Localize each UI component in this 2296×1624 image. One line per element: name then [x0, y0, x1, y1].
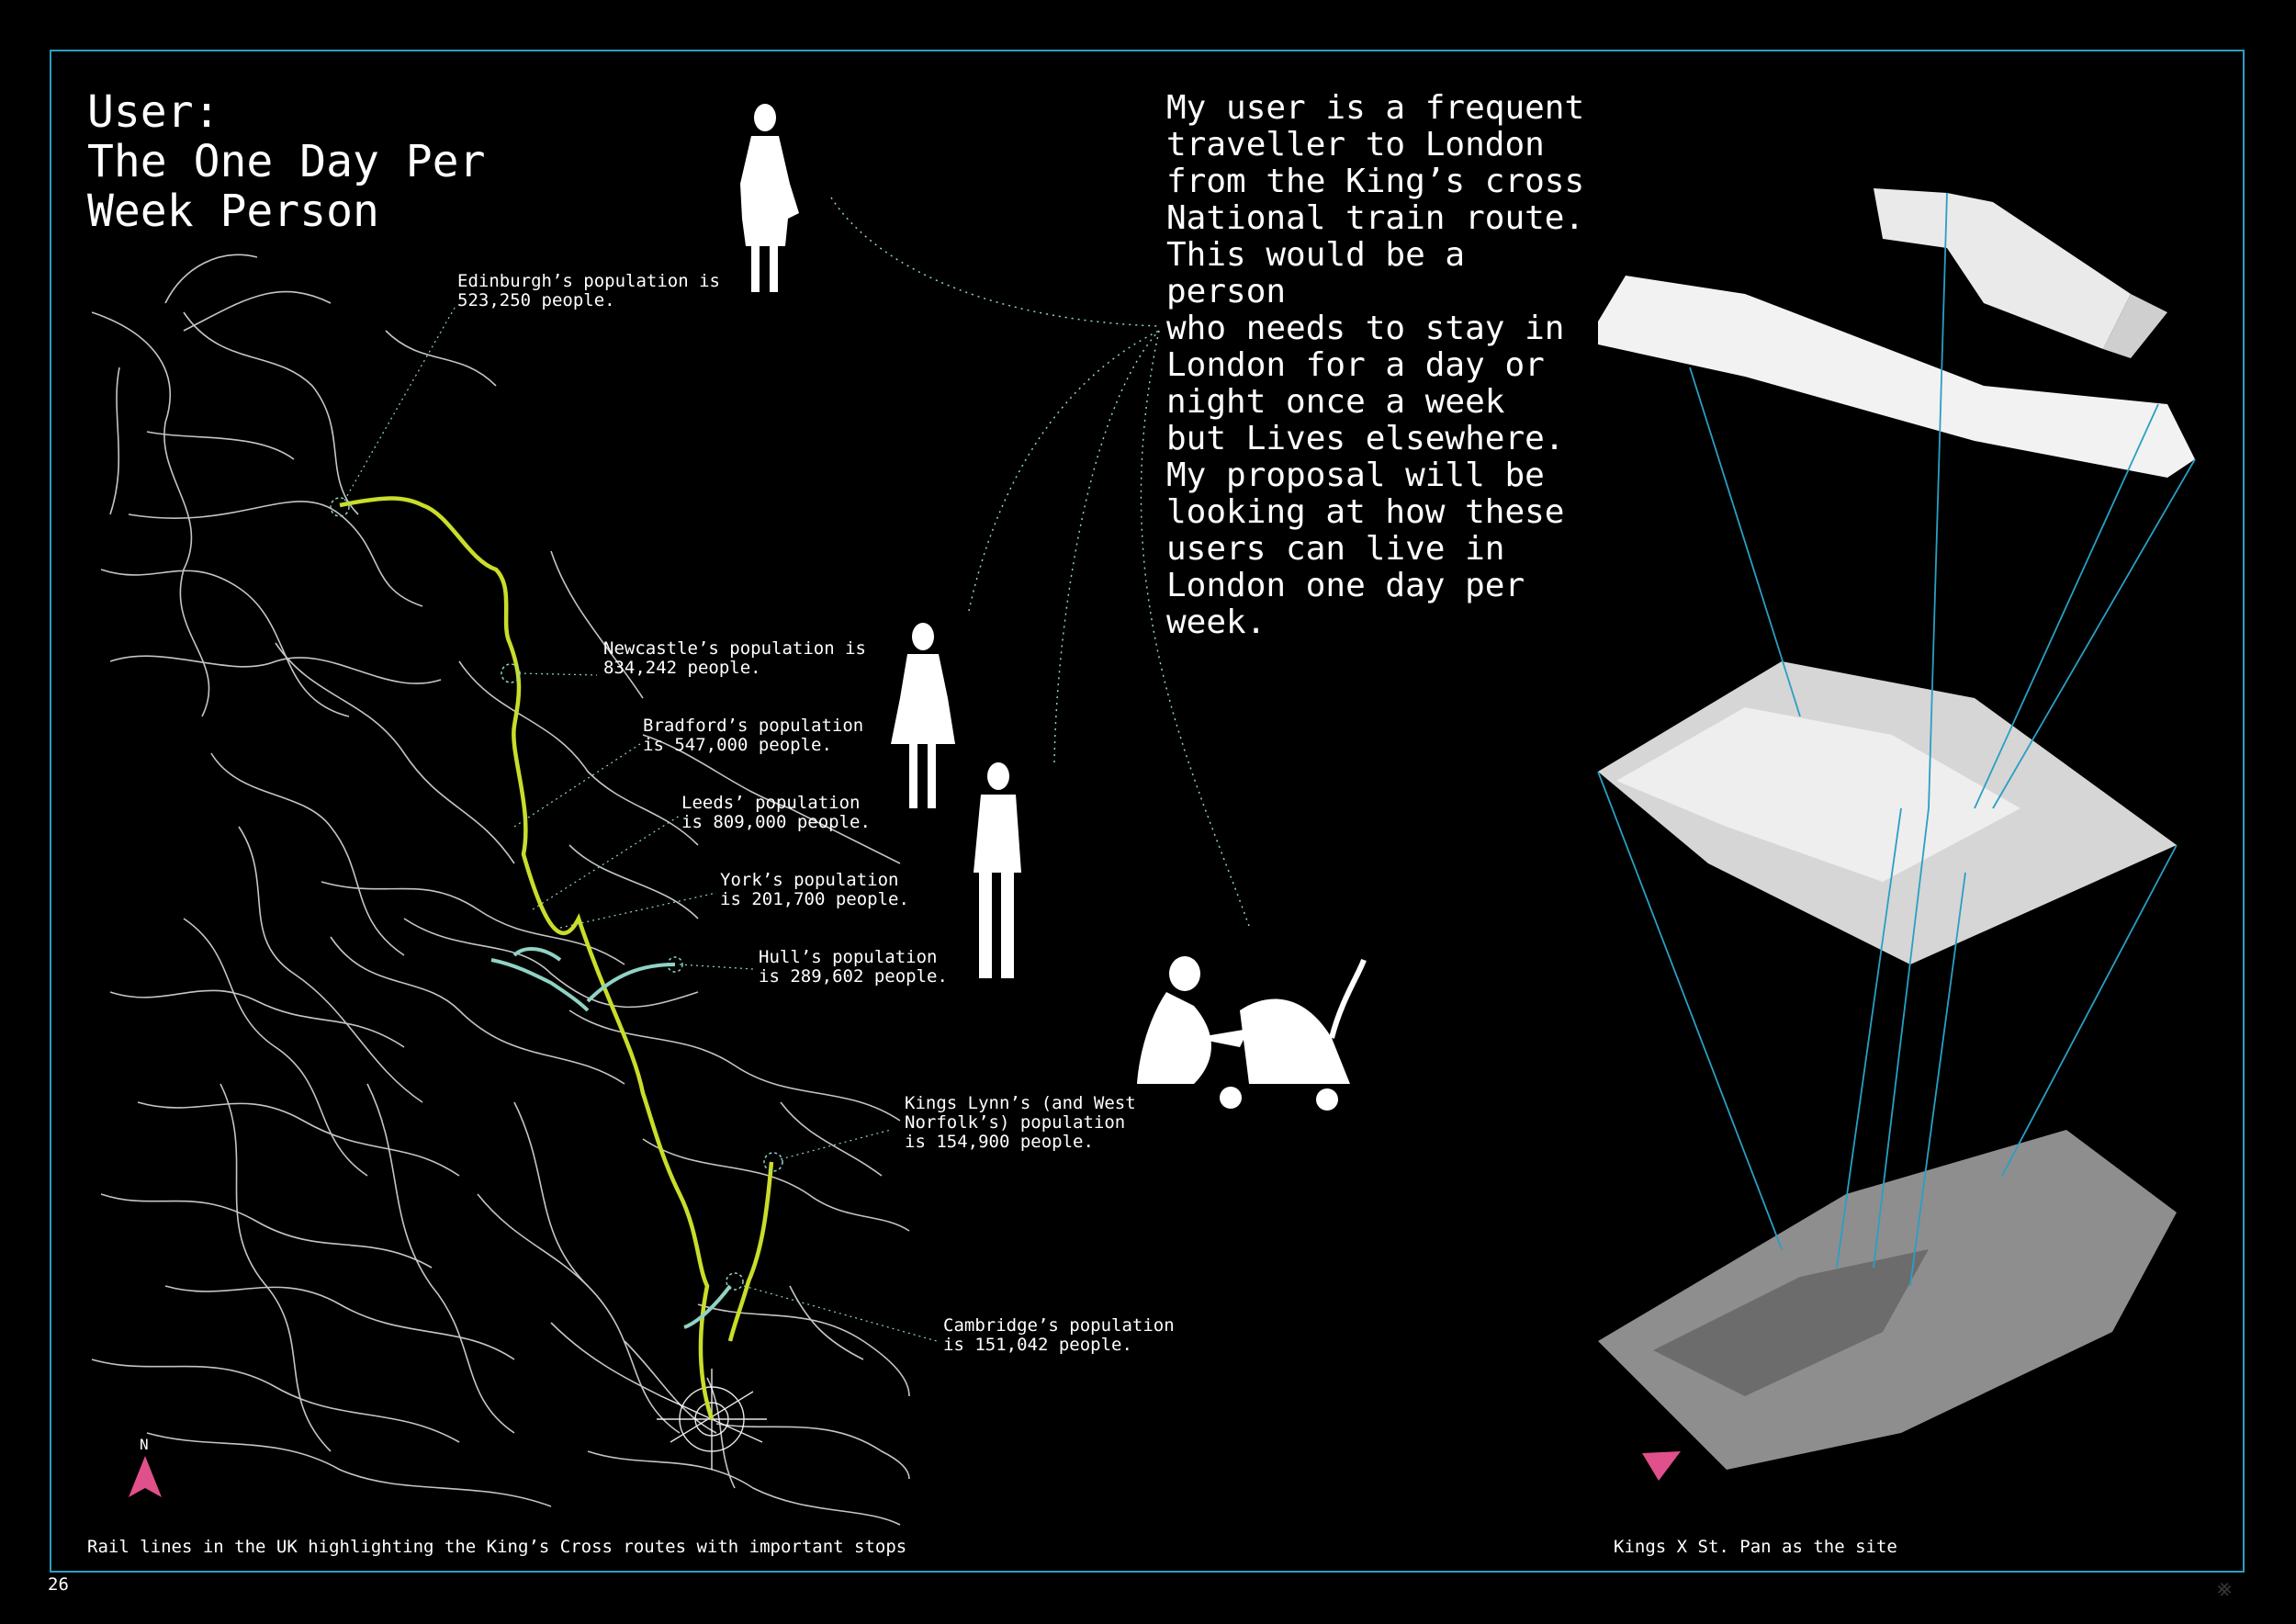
label-newcastle: Newcastle’s population is 834,242 people… — [603, 638, 866, 678]
page-number: 26 — [48, 1574, 69, 1595]
north-arrow-site — [1642, 1451, 1681, 1481]
kings-cross-main-route — [339, 496, 715, 1420]
north-label-map: N — [140, 1436, 149, 1453]
person-silhouette-stroller — [1137, 956, 1367, 1111]
label-bradford: Bradford’s population is 547,000 people. — [643, 716, 864, 755]
label-york: York’s population is 201,700 people. — [720, 870, 909, 909]
page-frame — [50, 50, 2245, 1573]
person-silhouette-man — [974, 762, 1021, 978]
leader-lines — [343, 307, 938, 1342]
branch-routes — [490, 947, 732, 1329]
kings-lynn-route — [727, 1161, 774, 1342]
user-description: My user is a frequent traveller to Londo… — [1166, 89, 1585, 641]
person-silhouette-woman — [891, 623, 955, 808]
label-leeds: Leeds’ population is 809,000 people. — [681, 793, 871, 832]
label-edinburgh: Edinburgh’s population is 523,250 people… — [457, 271, 720, 310]
page-title: User: The One Day Per Week Person — [87, 86, 486, 237]
label-cambridge: Cambridge’s population is 151,042 people… — [943, 1315, 1175, 1355]
people-connectors — [830, 197, 1250, 927]
projection-lines — [1597, 192, 2196, 1287]
person-silhouette-phone — [740, 104, 799, 292]
label-kings-lynn: Kings Lynn’s (and West Norfolk’s) popula… — [905, 1093, 1136, 1152]
map-caption: Rail lines in the UK highlighting the Ki… — [87, 1537, 907, 1557]
site-model-city-block — [1598, 661, 2177, 964]
site-caption: Kings X St. Pan as the site — [1614, 1537, 1897, 1557]
site-model-building — [1598, 188, 2195, 478]
site-model-base-map — [1598, 1130, 2177, 1470]
corner-logo-icon: ⨳ — [2217, 1574, 2233, 1602]
north-arrow-map — [129, 1456, 162, 1497]
label-hull: Hull’s population is 289,602 people. — [759, 947, 948, 987]
